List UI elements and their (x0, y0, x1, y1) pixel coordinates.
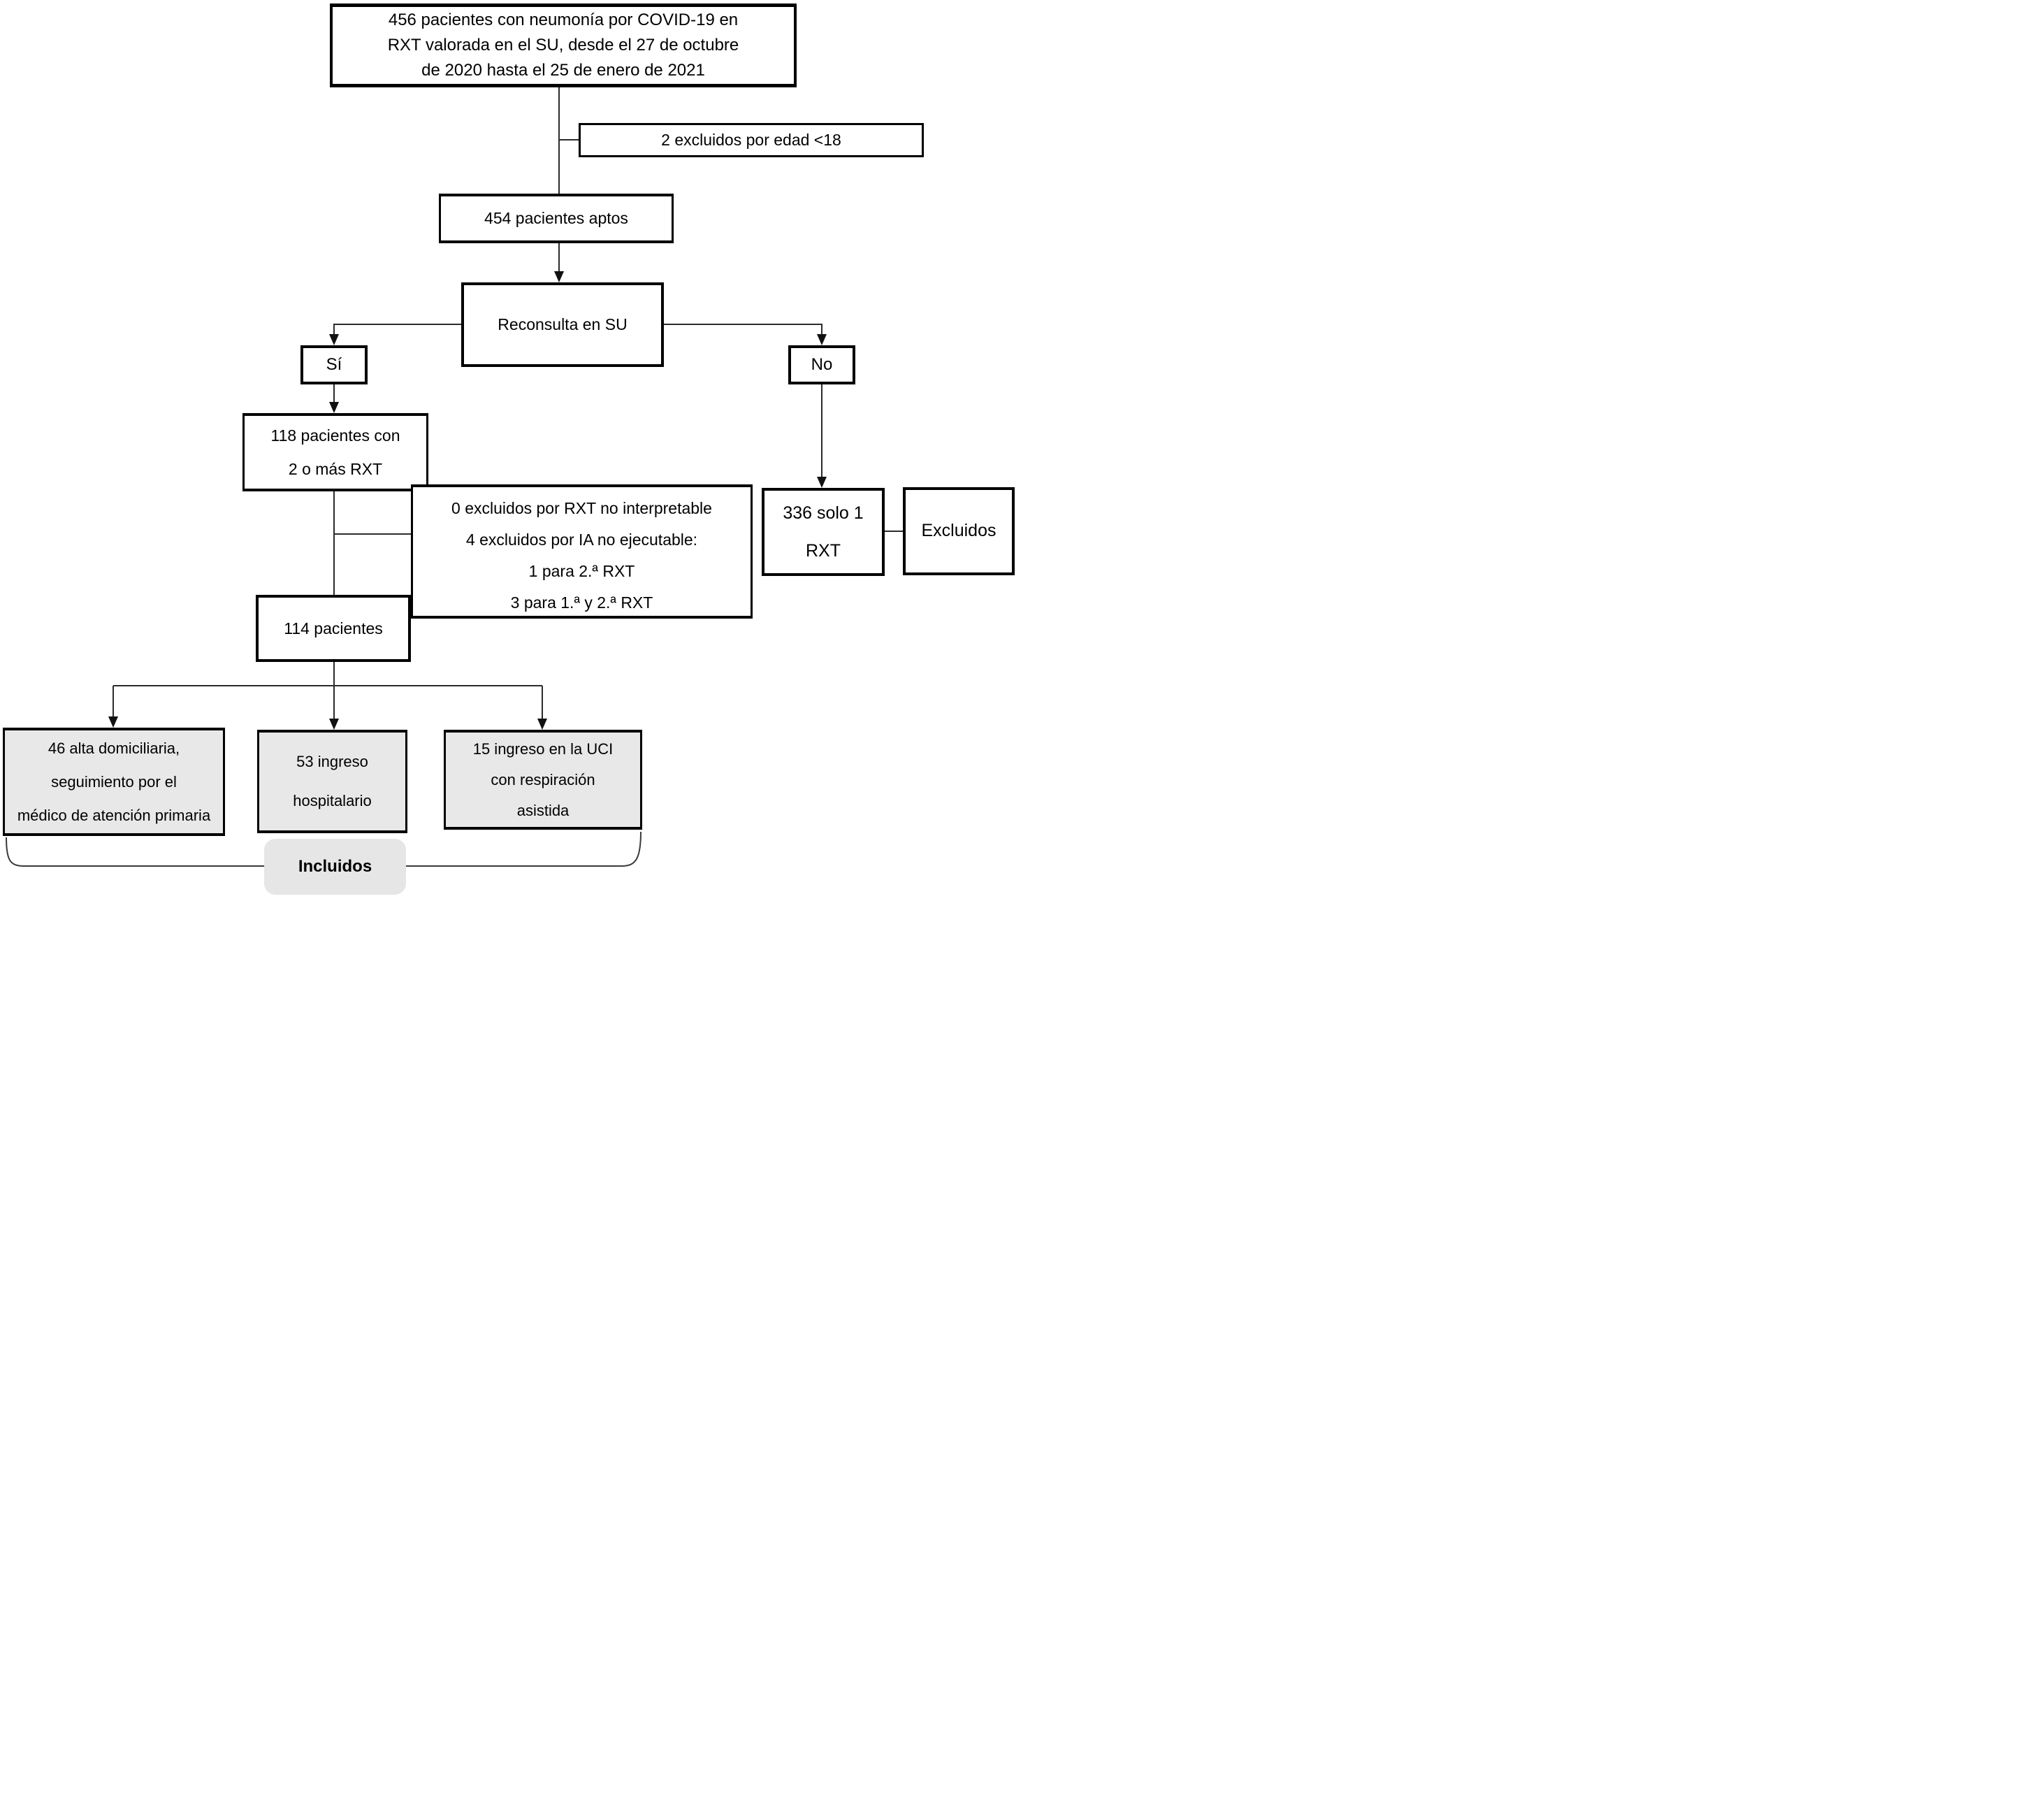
arrowhead-yes-two-or-more (329, 402, 339, 413)
box-outcome-home-line: seguimiento por el (51, 772, 177, 791)
arrowhead-eligible-revisit (554, 271, 564, 282)
box-included: Incluidos (264, 839, 406, 895)
arrowhead-branch-home (108, 716, 118, 728)
box-revisit-label: Reconsulta en SU (498, 315, 628, 334)
box-excluded-age: 2 excluidos por edad <18 (579, 123, 924, 157)
connector-revisit-no (664, 324, 822, 336)
flowchart-canvas: 456 pacientes con neumonía por COVID-19 … (0, 0, 1022, 898)
box-outcome-home-line: médico de atención primaria (17, 806, 211, 824)
box-outcome-hospital: 53 ingreso hospitalario (257, 730, 407, 833)
box-enrolled-line: de 2020 hasta el 25 de enero de 2021 (421, 61, 705, 80)
box-analyzed: 114 pacientes (256, 595, 411, 662)
box-two-or-more-rxt-line: 2 o más RXT (288, 460, 383, 478)
arrowhead-revisit-yes (329, 334, 339, 345)
box-outcome-icu-line: 15 ingreso en la UCI (472, 740, 614, 758)
box-analyzed-label: 114 pacientes (284, 619, 383, 637)
box-outcome-icu-line: con respiración (491, 770, 595, 788)
box-excluded-ai: 0 excluidos por RXT no interpretable 4 e… (411, 484, 753, 619)
box-excluded-age-label: 2 excluidos por edad <18 (661, 131, 841, 150)
box-two-or-more-rxt: 118 pacientes con 2 o más RXT (242, 413, 428, 491)
box-two-or-more-rxt-line: 118 pacientes con (270, 426, 400, 445)
arrowhead-revisit-no (817, 334, 827, 345)
box-outcome-icu-line: asistida (516, 801, 570, 819)
box-yes: Sí (300, 345, 368, 384)
box-yes-label: Sí (326, 355, 342, 374)
box-outcome-hospital-line: 53 ingreso (296, 753, 368, 770)
box-no: No (788, 345, 855, 384)
box-excluded-ai-line: 1 para 2.ª RXT (528, 562, 635, 580)
box-eligible: 454 pacientes aptos (439, 194, 674, 243)
box-excluded-single-label: Excluidos (921, 521, 996, 541)
box-excluded-ai-line: 3 para 1.ª y 2.ª RXT (510, 593, 653, 612)
arrowhead-branch-hospital (329, 719, 339, 730)
box-included-label: Incluidos (298, 857, 372, 876)
box-enrolled-line: RXT valorada en el SU, desde el 27 de oc… (387, 36, 739, 55)
box-excluded-ai-line: 0 excluidos por RXT no interpretable (451, 499, 712, 517)
box-excluded-single: Excluidos (903, 487, 1015, 575)
box-single-rxt-line: RXT (806, 541, 841, 561)
box-outcome-home: 46 alta domiciliaria, seguimiento por el… (3, 728, 225, 836)
box-enrolled: 456 pacientes con neumonía por COVID-19 … (330, 3, 797, 87)
box-no-label: No (811, 355, 833, 374)
bracket-included (6, 831, 642, 867)
box-revisit: Reconsulta en SU (461, 282, 664, 367)
box-outcome-icu: 15 ingreso en la UCI con respiración asi… (444, 730, 642, 830)
connectors-overlay (6, 87, 903, 867)
box-excluded-ai-line: 4 excluidos por IA no ejecutable: (465, 531, 698, 549)
arrowhead-no-single-rxt (817, 477, 827, 488)
arrowhead-branch-icu (537, 719, 547, 730)
connector-revisit-yes (333, 324, 461, 336)
box-outcome-home-line: 46 alta domiciliaria, (48, 739, 180, 757)
box-eligible-label: 454 pacientes aptos (484, 209, 628, 228)
box-single-rxt-line: 336 solo 1 (783, 503, 864, 523)
box-outcome-hospital-line: hospitalario (293, 792, 372, 809)
box-single-rxt: 336 solo 1 RXT (762, 488, 885, 576)
box-enrolled-line: 456 pacientes con neumonía por COVID-19 … (388, 10, 739, 29)
